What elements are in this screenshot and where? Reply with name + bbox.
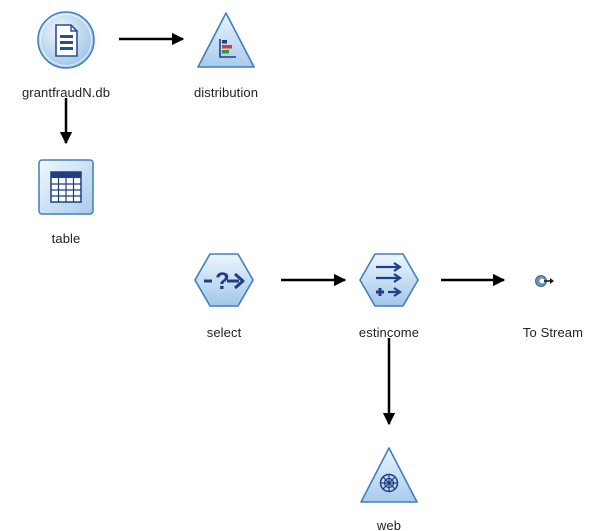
node-label-estincome: estincome — [358, 325, 420, 340]
node-label-to-stream: To Stream — [522, 325, 584, 340]
node-select[interactable]: ? — [193, 252, 255, 308]
node-label-select: select — [206, 325, 242, 340]
svg-text:?: ? — [215, 268, 230, 295]
node-label-distribution: distribution — [193, 85, 259, 100]
node-table[interactable] — [37, 158, 95, 216]
to-stream-icon — [535, 275, 554, 287]
distribution-graph-icon — [197, 12, 255, 68]
node-to-stream[interactable] — [534, 274, 558, 288]
node-label-table: table — [51, 231, 81, 246]
database-source-icon — [37, 11, 95, 69]
derive-icon — [359, 253, 419, 307]
node-web[interactable] — [358, 445, 420, 505]
node-distribution[interactable] — [195, 10, 257, 70]
select-icon: ? — [194, 253, 254, 307]
web-graph-icon — [360, 447, 418, 503]
node-label-web: web — [376, 518, 402, 531]
table-icon — [38, 159, 94, 215]
node-source[interactable] — [36, 10, 96, 70]
node-label-source: grantfraudN.db — [21, 85, 111, 100]
node-estincome[interactable] — [358, 252, 420, 308]
